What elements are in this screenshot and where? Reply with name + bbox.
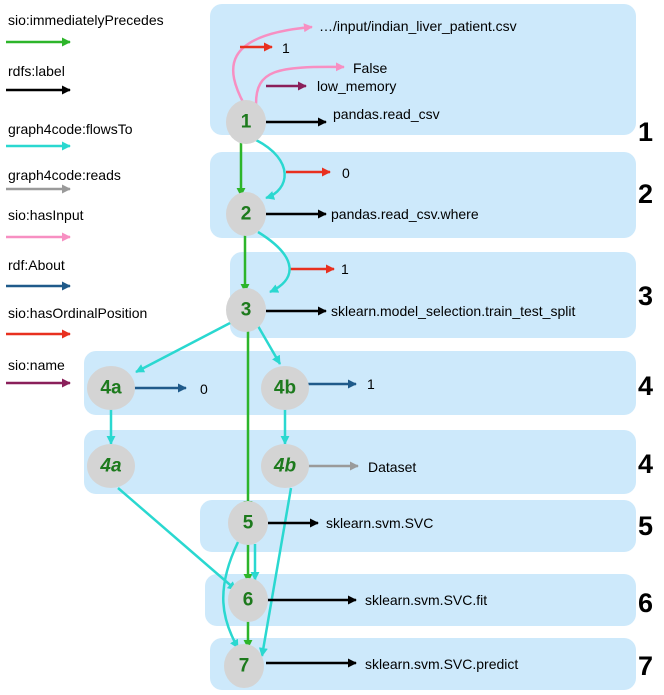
- node-shape: [87, 444, 135, 488]
- csv-path-label: …/input/indian_liver_patient.csv: [319, 18, 517, 34]
- node-label: 2: [241, 204, 252, 225]
- legend-item: rdfs:label: [6, 63, 71, 95]
- about-value-4a: 0: [200, 381, 208, 397]
- legend-item: sio:hasInput: [6, 207, 84, 242]
- node-shape: [261, 366, 309, 410]
- node-shape: [228, 501, 268, 545]
- row-panel-7: [210, 638, 636, 690]
- node-label: 5: [243, 513, 254, 534]
- row-panel-6: [205, 574, 636, 626]
- legend-label: sio:hasInput: [8, 207, 84, 223]
- legend-item: graph4code:flowsTo: [6, 121, 133, 151]
- row-panel-5: [200, 500, 636, 552]
- node-label: 3: [241, 300, 252, 321]
- node-label: 4a: [99, 456, 122, 477]
- about-value-4b: 1: [367, 376, 375, 392]
- legend-label: graph4code:flowsTo: [8, 121, 133, 137]
- node-shape: [226, 288, 266, 332]
- node-3[interactable]: 3: [226, 288, 266, 332]
- node-shape: [224, 644, 264, 688]
- node-7[interactable]: 7: [224, 644, 264, 688]
- nodes: 1 2 3 4a 4b 4a 4b 5: [87, 100, 309, 688]
- node-2[interactable]: 2: [226, 192, 266, 236]
- node-label: 6: [243, 590, 254, 611]
- flows-to-edge: [255, 138, 286, 200]
- read-csv-label: pandas.read_csv: [333, 106, 440, 122]
- train-test-split-label: sklearn.model_selection.train_test_split: [331, 303, 575, 319]
- node-label: 4b: [274, 378, 296, 399]
- node-label: 4a: [100, 378, 122, 399]
- flows-to-edge: [257, 230, 291, 294]
- ordinal-position-value: 1: [341, 261, 349, 277]
- row-panel-3: [230, 252, 636, 338]
- legend-item: rdf:About: [6, 257, 71, 291]
- legend-item: sio:name: [6, 357, 71, 388]
- svc-label: sklearn.svm.SVC: [326, 515, 433, 531]
- node-label: 7: [239, 656, 250, 677]
- node-5[interactable]: 5: [228, 501, 268, 545]
- legend-label: sio:immediatelyPrecedes: [8, 12, 164, 28]
- node-shape: [87, 366, 135, 410]
- flows-to-edge: [222, 541, 240, 649]
- node-1[interactable]: 1: [226, 100, 266, 144]
- has-input-edge: [254, 62, 345, 105]
- row-number: 5: [638, 511, 653, 541]
- row-number: 2: [638, 179, 653, 209]
- legend: sio:immediatelyPrecedes rdfs:label graph…: [6, 12, 164, 388]
- row-panel-2: [210, 152, 636, 238]
- row-number: 4: [638, 371, 653, 401]
- read-csv-where-label: pandas.read_csv.where: [331, 206, 479, 222]
- node-shape: [261, 444, 309, 488]
- ordinal-position-value: 1: [282, 40, 290, 56]
- flows-to-edge: [117, 487, 237, 591]
- node-shape: [226, 100, 266, 144]
- svc-fit-label: sklearn.svm.SVC.fit: [365, 592, 487, 608]
- row-number: 4: [638, 449, 653, 479]
- row-panels: [84, 4, 636, 690]
- node-4a[interactable]: 4a: [87, 366, 135, 410]
- flows-to-edge: [258, 487, 293, 657]
- node-4a-read[interactable]: 4a: [87, 444, 135, 488]
- edges: [106, 23, 359, 668]
- node-label: 1: [241, 112, 252, 133]
- legend-label: rdfs:label: [8, 63, 65, 79]
- flows-to-edge: [256, 325, 282, 365]
- node-label: 4b: [273, 456, 297, 477]
- low-memory-label: low_memory: [317, 78, 396, 94]
- row-panel-4b: [84, 430, 636, 494]
- has-input-edge: [232, 23, 313, 105]
- node-shape: [226, 192, 266, 236]
- row-number: 7: [638, 651, 653, 681]
- legend-item: graph4code:reads: [6, 167, 121, 194]
- row-panel-4a: [84, 351, 636, 415]
- node-4b-read[interactable]: 4b: [261, 444, 309, 488]
- legend-item: sio:hasOrdinalPosition: [6, 305, 147, 339]
- legend-item: sio:immediatelyPrecedes: [6, 12, 164, 47]
- svc-predict-label: sklearn.svm.SVC.predict: [365, 656, 518, 672]
- false-value-label: False: [353, 60, 387, 76]
- edge-labels: …/input/indian_liver_patient.csv 1 False…: [200, 18, 575, 672]
- node-4b[interactable]: 4b: [261, 366, 309, 410]
- row-panel-1: [210, 4, 636, 135]
- legend-label: rdf:About: [8, 257, 65, 273]
- row-numbers: 1 2 3 4 4 5 6 7: [638, 117, 653, 681]
- legend-label: sio:name: [8, 357, 65, 373]
- legend-label: graph4code:reads: [8, 167, 121, 183]
- row-number: 1: [638, 117, 653, 147]
- dataset-label: Dataset: [368, 459, 416, 475]
- row-number: 6: [638, 588, 653, 618]
- legend-label: sio:hasOrdinalPosition: [8, 305, 147, 321]
- node-shape: [228, 578, 268, 622]
- row-number: 3: [638, 281, 653, 311]
- flows-to-edge: [135, 320, 233, 374]
- node-6[interactable]: 6: [228, 578, 268, 622]
- ordinal-position-value: 0: [342, 165, 350, 181]
